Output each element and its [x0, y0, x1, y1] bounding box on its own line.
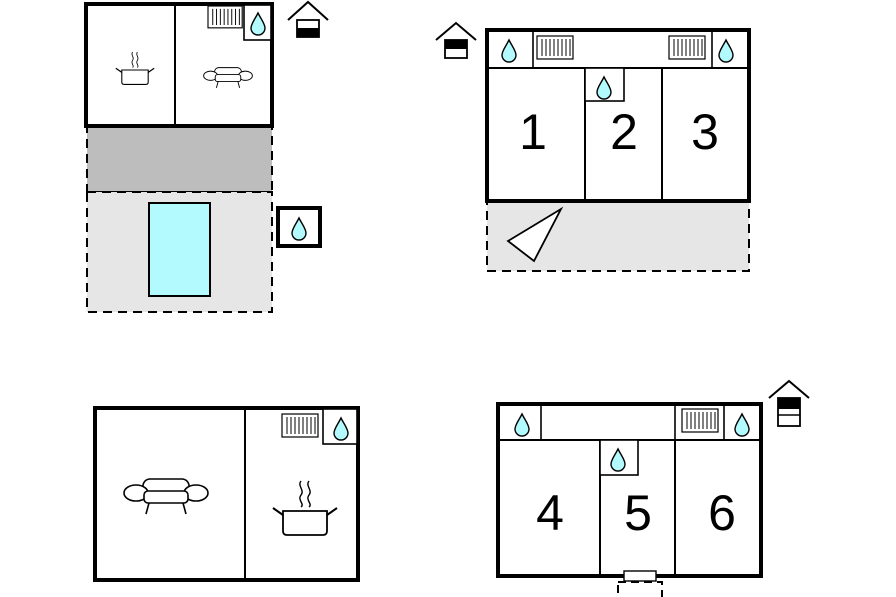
room-number: 1	[519, 104, 547, 160]
building-b: 1 2 3	[435, 21, 751, 272]
room-number: 3	[691, 104, 719, 160]
house-floor-icon	[435, 21, 477, 59]
room-number: 5	[624, 485, 652, 541]
building-d-walls	[496, 402, 763, 578]
building-c	[93, 406, 360, 582]
room-number: 2	[610, 104, 638, 160]
radiator-icon	[207, 5, 243, 29]
room-number: 6	[708, 485, 736, 541]
radiator-icon	[668, 35, 706, 60]
radiator-icon	[681, 408, 719, 433]
radiator-icon	[281, 413, 319, 438]
house-floor-icon	[287, 0, 329, 38]
pool	[148, 202, 211, 297]
entrance-step	[617, 581, 663, 597]
entrance-mat	[623, 570, 657, 582]
house-floor-icon	[768, 379, 810, 427]
building-a	[84, 0, 329, 313]
building-d: 4 5 6	[496, 379, 810, 597]
covered-terrace	[86, 125, 273, 193]
radiator-icon	[536, 35, 574, 60]
parasol-icon	[506, 206, 564, 263]
room-number: 4	[536, 485, 564, 541]
